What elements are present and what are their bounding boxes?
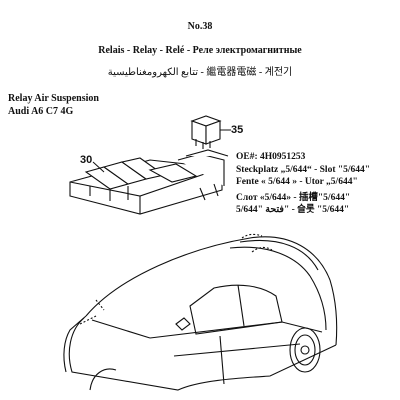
callout-line-30 — [92, 161, 105, 173]
car-drawing — [63, 233, 338, 391]
relay-names-multilingual: تتابع الكهرومغناطيسية - 繼電器電磁 - 계전기 — [107, 67, 293, 78]
relay-names: Relais - Relay - Relé - Реле электромагн… — [98, 45, 302, 56]
relay-holder-drawing — [69, 149, 229, 215]
relay-drawing — [190, 115, 222, 149]
callout-30: 30 — [80, 154, 93, 166]
slot-row-ru-zh: Слот «5/644» - 插槽"5/644" — [236, 193, 351, 203]
callout-35: 35 — [231, 124, 244, 136]
slot-row-de-en: Steckplatz „5/644“ - Slot "5/644" — [236, 165, 371, 175]
vehicle-model: Audi A6 C7 4G — [8, 106, 74, 117]
slot-row-ar-ko: فتحة "5/644" - 슬롯 "5/644" — [236, 205, 350, 215]
diagram-title: Relay Air Suspension — [8, 93, 99, 104]
slot-row-fr-hr: Fente « 5/644 » - Utor „5/644" — [236, 177, 358, 187]
page-number: No.38 — [187, 21, 213, 32]
oe-number: OE#: 4H0951253 — [236, 152, 306, 162]
